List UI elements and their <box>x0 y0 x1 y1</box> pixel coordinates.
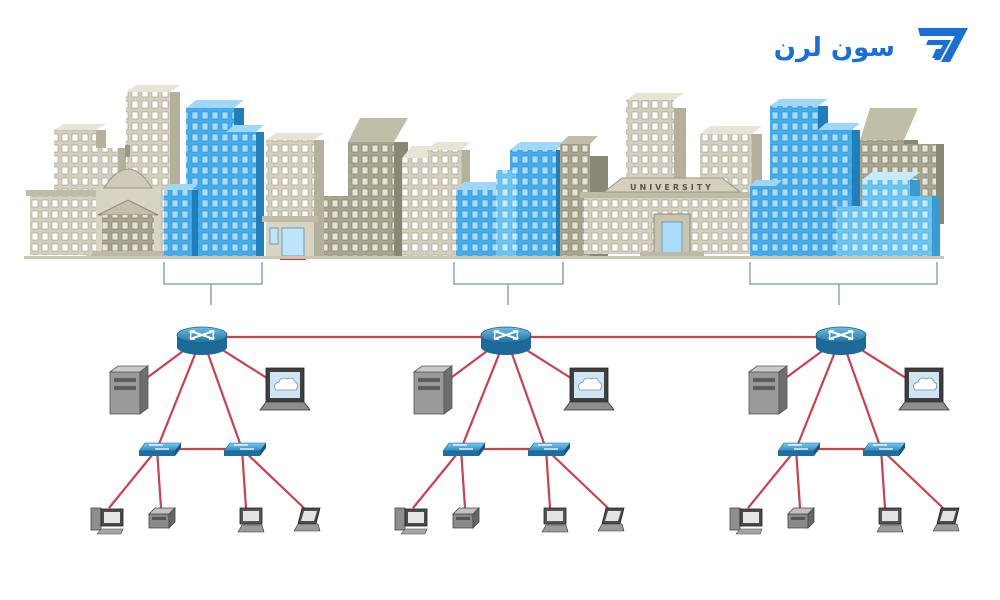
router-switch-link <box>155 336 204 450</box>
desktop-pc-icon[interactable] <box>394 507 428 535</box>
switch-host-link <box>545 448 609 509</box>
router-switch-link <box>504 336 548 450</box>
switch-host-link <box>747 448 797 509</box>
router-switch-link <box>200 336 244 450</box>
university-sign: UNIVERSITY <box>630 183 714 192</box>
dark-building <box>324 196 352 258</box>
switch-icon[interactable] <box>223 442 267 456</box>
router-switch-link <box>459 336 508 450</box>
blue-building <box>750 180 782 258</box>
city-skyline: UNIVERSITY <box>24 85 944 260</box>
blue-building <box>226 125 264 258</box>
switch-host-link <box>880 448 944 509</box>
laptop-icon[interactable] <box>563 367 615 411</box>
switch-host-link <box>241 448 305 509</box>
blue-building <box>164 184 198 258</box>
server-icon[interactable] <box>108 365 150 415</box>
switch-icon[interactable] <box>862 442 906 456</box>
switch-host-link <box>108 448 158 509</box>
switch-icon[interactable] <box>442 442 486 456</box>
bracket-left <box>163 262 263 305</box>
capitol-building <box>26 145 164 257</box>
switch-host-link <box>412 448 462 509</box>
workstation-icon[interactable] <box>148 507 176 529</box>
blue-building <box>836 196 940 258</box>
workstation-icon[interactable] <box>787 507 815 529</box>
switch-host-link <box>240 448 248 509</box>
desktop-pc-icon[interactable] <box>729 507 763 535</box>
router-switch-link <box>839 336 883 450</box>
cloud-icon <box>274 377 299 391</box>
blue-building <box>496 170 516 258</box>
pc-icon[interactable] <box>237 507 265 533</box>
grey-building <box>412 208 442 258</box>
switch-host-link <box>879 448 887 509</box>
brand-logo: سون لرن <box>774 28 968 63</box>
router-icon[interactable] <box>480 326 532 355</box>
storefront-building <box>262 133 324 260</box>
workstation-icon[interactable] <box>452 507 480 529</box>
cloud-icon <box>913 377 938 391</box>
switch-icon[interactable] <box>527 442 571 456</box>
switch-host-link <box>155 448 163 509</box>
server-icon[interactable] <box>747 365 789 415</box>
brand-logo-text: سون لرن <box>774 33 895 63</box>
site-brackets <box>163 262 938 305</box>
switch-icon[interactable] <box>777 442 821 456</box>
bracket-center <box>453 262 564 305</box>
laptop-icon[interactable] <box>259 367 311 411</box>
dark-building <box>348 118 408 258</box>
switch-host-link <box>794 448 802 509</box>
pc-icon[interactable] <box>876 507 904 533</box>
cloud-icon <box>578 377 603 391</box>
laptop-icon[interactable] <box>932 507 960 532</box>
laptop-icon[interactable] <box>293 507 321 532</box>
router-icon[interactable] <box>815 326 867 355</box>
university-building: UNIVERSITY <box>580 177 764 258</box>
switch-icon[interactable] <box>138 442 182 456</box>
laptop-icon[interactable] <box>597 507 625 532</box>
switch-host-link <box>459 448 467 509</box>
brand-wing-icon <box>918 28 968 62</box>
switch-host-link <box>544 448 552 509</box>
laptop-icon[interactable] <box>898 367 950 411</box>
router-switch-link <box>794 336 843 450</box>
bracket-right <box>749 262 938 305</box>
desktop-pc-icon[interactable] <box>90 507 124 535</box>
server-icon[interactable] <box>412 365 454 415</box>
router-icon[interactable] <box>176 326 228 355</box>
blue-building <box>510 142 566 258</box>
network-topology <box>90 326 960 535</box>
pc-icon[interactable] <box>541 507 569 533</box>
